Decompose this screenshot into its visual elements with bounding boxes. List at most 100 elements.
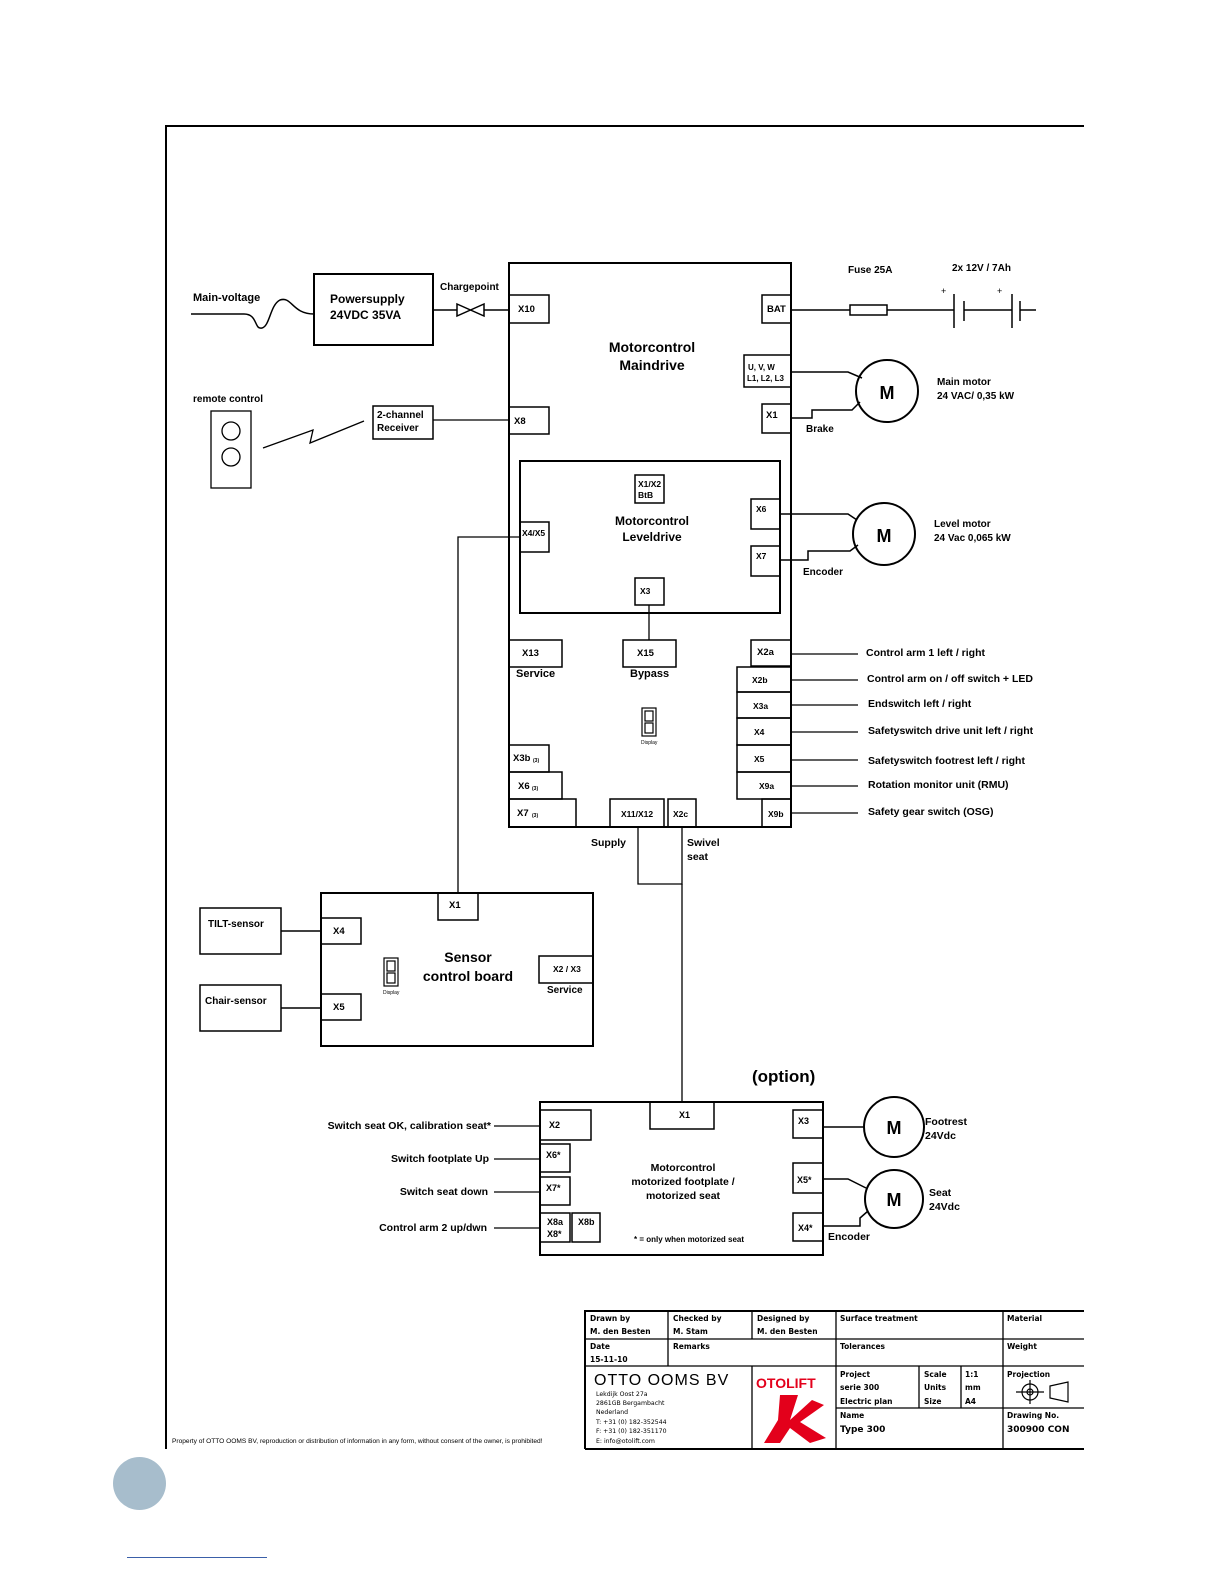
svg-text:Material: Material — [1007, 1314, 1042, 1323]
svg-text:X3: X3 — [640, 586, 651, 596]
level-motor-icon — [852, 502, 916, 566]
otolift-logo-figure-icon — [764, 1395, 826, 1443]
svg-text:BAT: BAT — [767, 304, 786, 315]
svg-text:Type 300: Type 300 — [840, 1425, 885, 1435]
mains-sine-wire — [191, 298, 315, 329]
svg-text:X2a: X2a — [757, 647, 775, 658]
svg-text:M: M — [887, 1118, 902, 1138]
svg-text:Brake: Brake — [806, 424, 834, 435]
svg-text:X2c: X2c — [673, 809, 688, 819]
svg-text:Supply: Supply — [591, 837, 626, 849]
connector-x11x12 — [609, 798, 665, 828]
svg-text:(3): (3) — [532, 813, 538, 819]
svg-text:Bypass: Bypass — [630, 668, 669, 680]
svg-text:X7: X7 — [756, 551, 767, 561]
connector-x1x2 — [634, 474, 665, 504]
signal-switch-seat-down: Switch seat down — [400, 1186, 488, 1198]
sensor-connector-x5 — [320, 993, 362, 1021]
svg-text:X9b: X9b — [768, 809, 784, 819]
svg-text:seat: seat — [687, 851, 709, 863]
svg-text:Nederland: Nederland — [596, 1409, 628, 1416]
svg-text:Surface treatment: Surface treatment — [840, 1314, 918, 1323]
svg-text:Display: Display — [641, 740, 658, 746]
svg-text:X10: X10 — [518, 304, 535, 315]
svg-text:Tolerances: Tolerances — [840, 1342, 886, 1351]
svg-text:2-channel: 2-channel — [377, 410, 424, 421]
svg-text:2861GB Bergambacht: 2861GB Bergambacht — [596, 1400, 665, 1407]
svg-text:Size: Size — [924, 1397, 941, 1406]
connector-bat — [761, 294, 792, 324]
svg-text:+: + — [997, 286, 1002, 296]
connector-x10 — [508, 294, 550, 324]
svg-text:24VDC 35VA: 24VDC 35VA — [330, 308, 401, 322]
svg-text:Main-voltage: Main-voltage — [193, 292, 260, 304]
svg-text:A4: A4 — [965, 1397, 976, 1406]
svg-text:X5: X5 — [754, 754, 765, 764]
svg-text:X9a: X9a — [759, 781, 774, 791]
signal-control-arm-1: Control arm 1 left / right — [866, 647, 986, 659]
svg-text:24Vdc: 24Vdc — [929, 1201, 960, 1213]
svg-text:Receiver: Receiver — [377, 423, 419, 434]
svg-text:Motorcontrol: Motorcontrol — [651, 1162, 716, 1174]
svg-text:X2 / X3: X2 / X3 — [553, 964, 581, 974]
svg-text:X4/X5: X4/X5 — [522, 528, 545, 538]
connector-x13 — [508, 639, 563, 668]
svg-text:F: +31 (0) 182-351170: F: +31 (0) 182-351170 — [596, 1428, 667, 1435]
signal-safetyswitch-drive: Safetyswitch drive unit left / right — [868, 725, 1034, 737]
svg-text:motorized footplate /: motorized footplate / — [631, 1176, 734, 1188]
svg-text:Drawn by: Drawn by — [590, 1314, 630, 1323]
signal-osg: Safety gear switch (OSG) — [868, 806, 993, 818]
option-label: (option) — [752, 1067, 815, 1086]
svg-text:X8: X8 — [514, 416, 526, 427]
svg-text:M. den Besten: M. den Besten — [590, 1327, 651, 1336]
connector-x7 — [750, 545, 781, 577]
svg-text:X5: X5 — [333, 1002, 345, 1013]
svg-text:X3a: X3a — [753, 701, 768, 711]
connector-x7b — [508, 798, 577, 828]
svg-text:Projection: Projection — [1007, 1370, 1050, 1379]
svg-text:Swivel: Swivel — [687, 837, 720, 849]
svg-text:Chargepoint: Chargepoint — [440, 282, 500, 293]
signal-endswitch: Endswitch left / right — [868, 698, 972, 710]
chargepoint-valve-icon — [456, 302, 485, 318]
svg-text:Fuse 25A: Fuse 25A — [848, 265, 892, 276]
svg-text:X6: X6 — [756, 504, 767, 514]
svg-text:X7*: X7* — [546, 1183, 561, 1193]
svg-text:T: +31 (0) 182-352544: T: +31 (0) 182-352544 — [595, 1419, 667, 1426]
svg-text:X4*: X4* — [798, 1223, 813, 1233]
main-motor-icon — [855, 359, 919, 423]
svg-text:M: M — [877, 526, 892, 546]
fuse-icon — [849, 304, 888, 316]
battery-icon — [953, 294, 1036, 328]
page-marker-circle — [113, 1457, 166, 1510]
svg-text:X15: X15 — [637, 648, 655, 659]
svg-text:X6: X6 — [518, 781, 530, 792]
svg-text:X1: X1 — [679, 1110, 690, 1120]
svg-text:mm: mm — [965, 1383, 981, 1392]
svg-text:X4: X4 — [754, 727, 765, 737]
svg-text:X6*: X6* — [546, 1150, 561, 1160]
svg-text:X8*: X8* — [547, 1229, 562, 1239]
svg-text:Designed by: Designed by — [757, 1314, 809, 1323]
svg-text:Weight: Weight — [1007, 1342, 1037, 1351]
wireless-link-icon — [262, 420, 365, 449]
svg-text:Date: Date — [590, 1342, 610, 1351]
svg-text:serie 300: serie 300 — [840, 1383, 879, 1392]
svg-text:Lekdijk Oost 27a: Lekdijk Oost 27a — [596, 1391, 648, 1398]
remote-control-icon — [210, 410, 252, 489]
svg-text:X2b: X2b — [752, 675, 768, 685]
title-block — [585, 1311, 1084, 1449]
svg-text:X1: X1 — [449, 900, 461, 911]
svg-text:Level motor: Level motor — [934, 519, 991, 530]
svg-text:X5*: X5* — [797, 1175, 812, 1185]
svg-text:TILT-sensor: TILT-sensor — [208, 919, 264, 930]
svg-text:X3: X3 — [798, 1116, 809, 1126]
svg-text:24 VAC/ 0,35 kW: 24 VAC/ 0,35 kW — [937, 391, 1015, 402]
connector-uvw — [743, 354, 792, 388]
svg-text:Seat: Seat — [929, 1187, 952, 1199]
svg-text:(3): (3) — [533, 758, 539, 764]
seat-motor-icon — [864, 1169, 924, 1229]
svg-text:Display: Display — [383, 990, 400, 996]
svg-text:E: info@otolift.com: E: info@otolift.com — [596, 1437, 655, 1445]
